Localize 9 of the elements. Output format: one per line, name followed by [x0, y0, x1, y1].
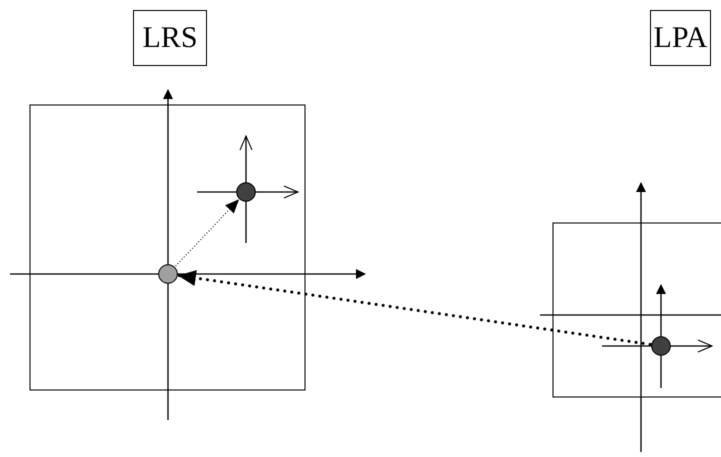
- dotted-arrow: [177, 270, 652, 346]
- label-box: [133, 10, 207, 66]
- box-title: LPA: [654, 21, 708, 55]
- box-title: LRS: [142, 21, 198, 55]
- point-marker: [236, 182, 256, 202]
- point-marker: [158, 264, 178, 284]
- point-marker: [651, 336, 671, 356]
- dotted-arrow: [175, 199, 240, 267]
- label-box: [650, 10, 711, 66]
